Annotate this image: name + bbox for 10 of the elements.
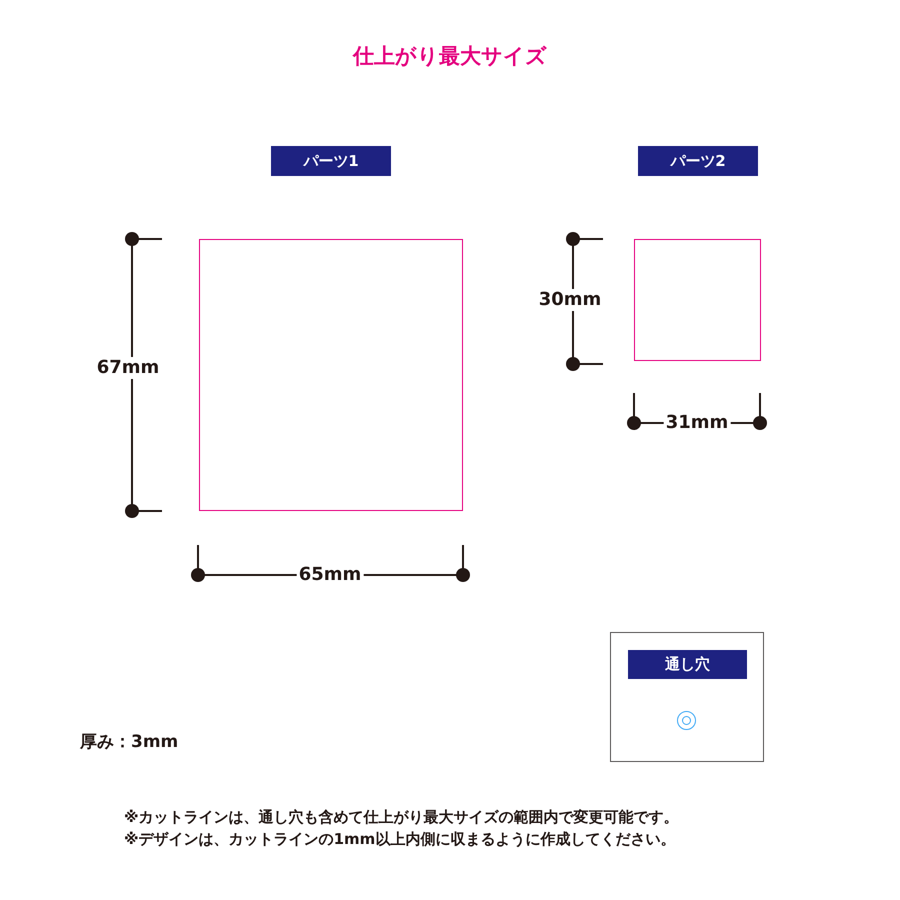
- part-label: パーツ1: [271, 146, 391, 176]
- part-label: 通し穴: [628, 650, 747, 679]
- hole-icon: [677, 711, 696, 730]
- panel-box: [610, 632, 764, 762]
- note-text: ※デザインは、カットラインの1mm以上内側に収まるように作成してください。: [124, 830, 676, 849]
- cut-line-rectangle: [199, 239, 463, 511]
- note-text: ※カットラインは、通し穴も含めて仕上がり最大サイズの範囲内で変更可能です。: [124, 808, 679, 827]
- part-label: パーツ2: [638, 146, 758, 176]
- title: 仕上がり最大サイズ: [351, 43, 548, 70]
- cut-line-rectangle: [634, 239, 761, 361]
